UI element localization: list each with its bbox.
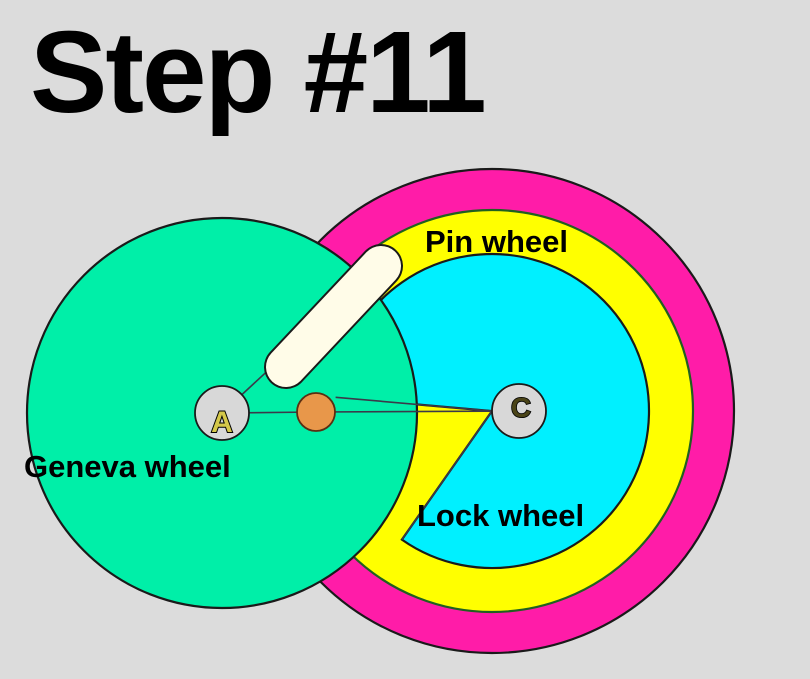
drive-pin (296, 392, 336, 432)
geneva-wheel-label: Geneva wheel (24, 449, 231, 484)
pivot-c-label: C (511, 392, 531, 423)
pivot-a-label: A (211, 406, 233, 439)
page-title: Step #11 (30, 7, 487, 137)
pivot-a-hub (194, 385, 250, 441)
line-c-to-notch-end (335, 396, 493, 412)
lock-wheel-label: Lock wheel (417, 498, 584, 533)
line-c-to-notch-start (401, 410, 493, 541)
pivot-c-hub (491, 383, 547, 439)
geneva-slot-fill (266, 246, 401, 387)
pin-wheel-label: Pin wheel (425, 224, 568, 259)
